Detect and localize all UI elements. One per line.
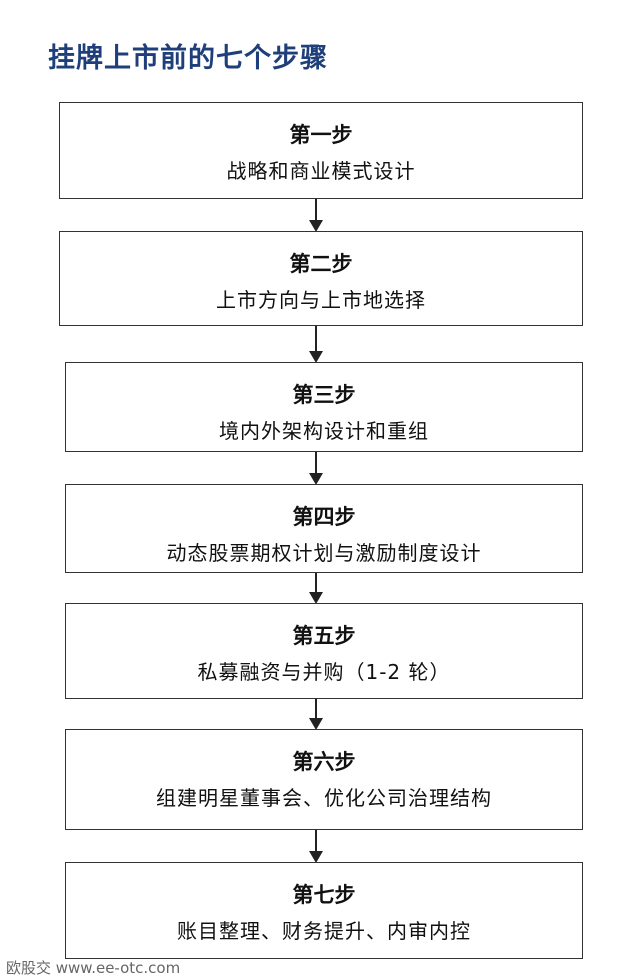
step-description: 私募融资与并购（1-2 轮） xyxy=(197,660,451,684)
step-description: 动态股票期权计划与激励制度设计 xyxy=(166,541,482,565)
step-title: 第三步 xyxy=(292,382,356,407)
step-box-1: 第一步 战略和商业模式设计 xyxy=(59,102,583,199)
step-box-6: 第六步 组建明星董事会、优化公司治理结构 xyxy=(65,729,583,830)
step-title: 第一步 xyxy=(289,122,353,147)
down-arrow-icon xyxy=(309,199,323,232)
step-title: 第七步 xyxy=(292,882,356,907)
step-description: 上市方向与上市地选择 xyxy=(216,288,426,312)
step-title: 第四步 xyxy=(292,504,356,529)
step-title: 第二步 xyxy=(289,251,353,276)
page-title: 挂牌上市前的七个步骤 xyxy=(48,43,328,74)
step-box-7: 第七步 账目整理、财务提升、内审内控 xyxy=(65,862,583,959)
step-title: 第六步 xyxy=(292,749,356,774)
step-description: 境内外架构设计和重组 xyxy=(219,419,429,443)
step-box-5: 第五步 私募融资与并购（1-2 轮） xyxy=(65,603,583,699)
down-arrow-icon xyxy=(309,326,323,363)
down-arrow-icon xyxy=(309,699,323,730)
step-box-2: 第二步 上市方向与上市地选择 xyxy=(59,231,583,326)
watermark: 欧股交 www.ee-otc.com xyxy=(6,959,181,977)
step-title: 第五步 xyxy=(292,623,356,648)
step-box-3: 第三步 境内外架构设计和重组 xyxy=(65,362,583,452)
step-box-4: 第四步 动态股票期权计划与激励制度设计 xyxy=(65,484,583,573)
down-arrow-icon xyxy=(309,830,323,863)
down-arrow-icon xyxy=(309,452,323,485)
step-description: 组建明星董事会、优化公司治理结构 xyxy=(156,786,492,810)
step-description: 战略和商业模式设计 xyxy=(226,159,416,183)
step-description: 账目整理、财务提升、内审内控 xyxy=(177,919,471,943)
down-arrow-icon xyxy=(309,573,323,604)
